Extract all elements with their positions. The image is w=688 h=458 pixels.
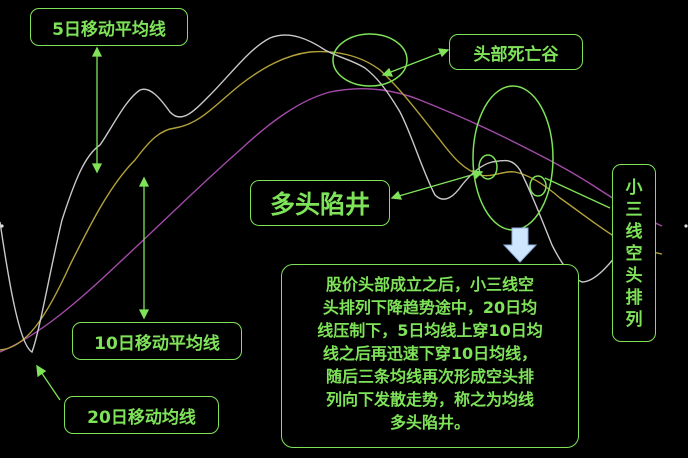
death-valley-ellipse — [332, 33, 408, 87]
edge-marker-left — [0, 224, 4, 228]
note-line: 多头陷井。 — [389, 413, 470, 432]
trap-ellipse — [472, 85, 554, 231]
note-line: 头排列下降趋势途中，20日均 — [322, 298, 538, 317]
vertical-label: 小 三 线 空 头 排 列 — [612, 164, 656, 342]
ma5-pointer-arrowhead-top — [91, 46, 103, 57]
trap-pointer-arrowhead-right — [471, 170, 484, 180]
ma10-pointer-arrowhead-top — [138, 176, 150, 187]
ma20-pointer-arrowhead — [36, 364, 47, 378]
ma10-curve — [0, 50, 663, 351]
trap-label-text: 多头陷井 — [269, 190, 370, 219]
note-line: 线之后再迅速下穿10日均线， — [322, 344, 538, 363]
death-valley-pointer-arrowhead-left — [381, 67, 394, 77]
death-valley-pointer-arrowhead-right — [437, 48, 450, 58]
vertical-char: 头 — [625, 266, 643, 286]
vertical-char: 三 — [625, 200, 643, 220]
ma20-label: 20日移动均线 — [64, 396, 219, 434]
death-valley-label: 头部死亡谷 — [449, 34, 583, 70]
ma10-pointer-arrowhead-bottom — [138, 309, 150, 320]
vertical-char: 列 — [625, 310, 643, 330]
trap-pointer-arrowhead-left — [390, 190, 403, 200]
ma20-label-text: 20日移动均线 — [87, 407, 196, 428]
ma20-curve — [0, 88, 663, 353]
note-line: 随后三条均线再次形成空头排 — [325, 367, 534, 386]
vertical-char: 空 — [625, 244, 643, 264]
edge-marker-right — [684, 224, 688, 228]
vertical-label-pointer-line — [544, 177, 611, 209]
cross-point-ellipse-1 — [478, 154, 498, 180]
trap-pointer-line — [391, 171, 483, 199]
death-valley-label-text: 头部死亡谷 — [473, 44, 559, 65]
ma5-curve — [0, 34, 653, 354]
note-line: 线压制下，5日均线上穿10日均 — [317, 321, 543, 340]
cross-point-ellipse-2 — [529, 175, 547, 197]
ma10-label: 10日移动平均线 — [72, 322, 242, 360]
note-line: 股价头部成立之后，小三线空 — [325, 275, 534, 294]
ma10-label-text: 10日移动平均线 — [94, 333, 220, 354]
ma5-label-text: 5日移动平均线 — [52, 19, 166, 40]
ma5-label: 5日移动平均线 — [30, 8, 188, 46]
note-line: 列向下发散走势，称之为均线 — [325, 390, 534, 409]
death-valley-pointer-line — [382, 49, 449, 76]
vertical-char: 小 — [625, 178, 643, 198]
down-block-arrow — [502, 227, 538, 263]
explanation-note: 股价头部成立之后，小三线空 头排列下降趋势途中，20日均 线压制下，5日均线上穿… — [281, 264, 579, 448]
trap-label: 多头陷井 — [250, 180, 390, 226]
vertical-char: 线 — [625, 222, 643, 242]
ma5-pointer-arrowhead-bottom — [91, 163, 103, 174]
vertical-char: 排 — [625, 288, 643, 308]
